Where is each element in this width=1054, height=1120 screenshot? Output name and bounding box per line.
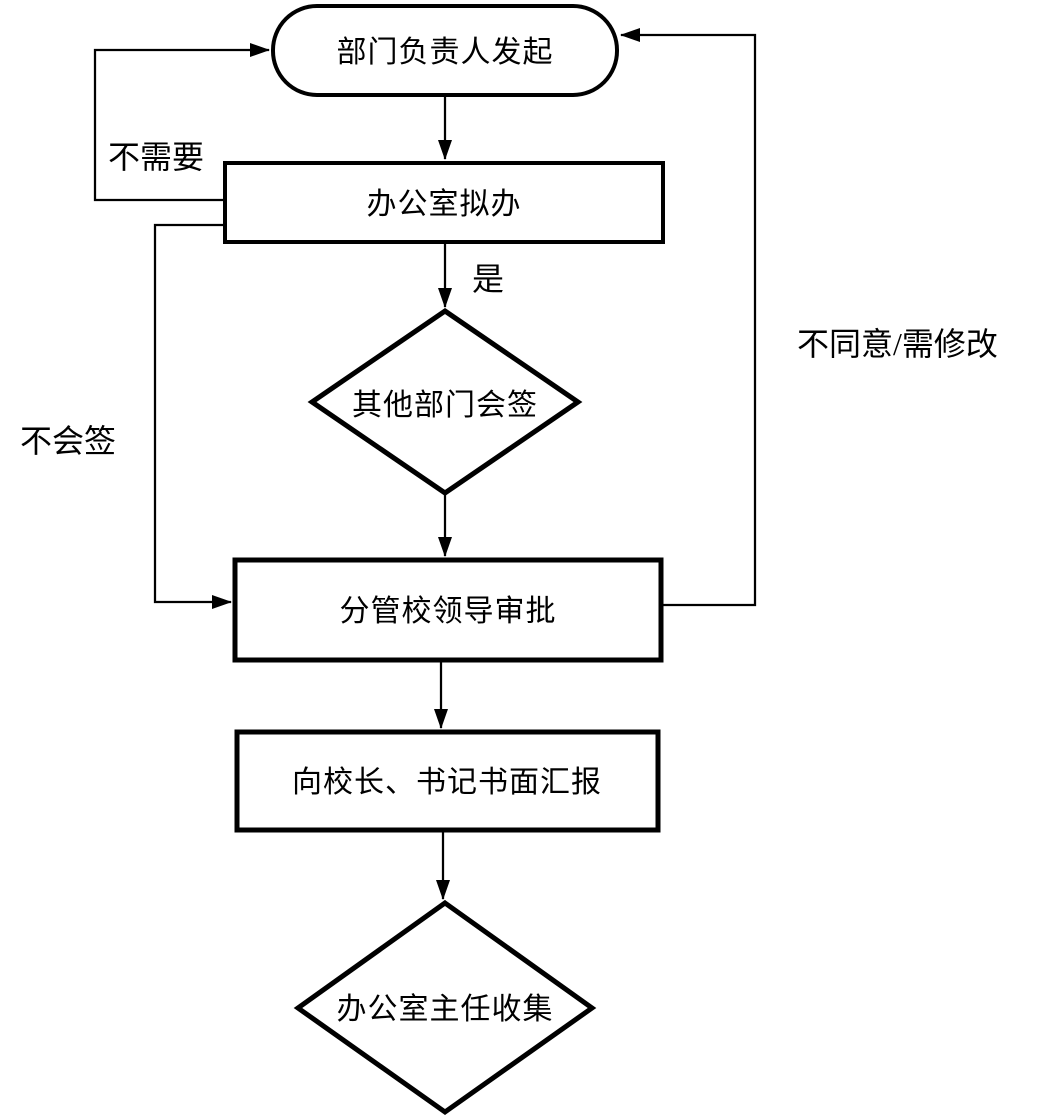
decision-shape xyxy=(293,899,597,1116)
node-report: 向校长、书记书面汇报 xyxy=(234,729,661,833)
node-countersign-label: 其他部门会签 xyxy=(352,389,538,422)
decision-shape xyxy=(307,307,583,497)
process-shape xyxy=(223,161,665,244)
node-collect: 办公室主任收集 xyxy=(293,899,597,1116)
edge-label-not-needed: 不需要 xyxy=(108,139,204,175)
node-draft: 办公室拟办 xyxy=(223,161,665,244)
node-approve: 分管校领导审批 xyxy=(232,557,664,663)
edge-draft-to-approve-no-countersign xyxy=(153,223,232,609)
edge-label-yes: 是 xyxy=(472,261,504,297)
edge-label-disagree: 不同意/需修改 xyxy=(797,326,998,362)
node-countersign: 其他部门会签 xyxy=(307,307,583,497)
node-start: 部门负责人发起 xyxy=(271,4,619,97)
node-draft-label: 办公室拟办 xyxy=(367,188,522,221)
terminator-shape xyxy=(271,4,619,97)
node-start-label: 部门负责人发起 xyxy=(337,36,554,69)
edge-label-no-countersign: 不会签 xyxy=(20,423,116,459)
node-report-label: 向校长、书记书面汇报 xyxy=(292,766,602,799)
edge-draft-to-start-not-needed xyxy=(93,43,270,202)
process-shape xyxy=(232,557,664,663)
node-collect-label: 办公室主任收集 xyxy=(337,993,554,1026)
node-approve-label: 分管校领导审批 xyxy=(340,595,557,628)
process-shape xyxy=(234,729,661,833)
edge-approve-to-start-disagree xyxy=(620,28,757,607)
